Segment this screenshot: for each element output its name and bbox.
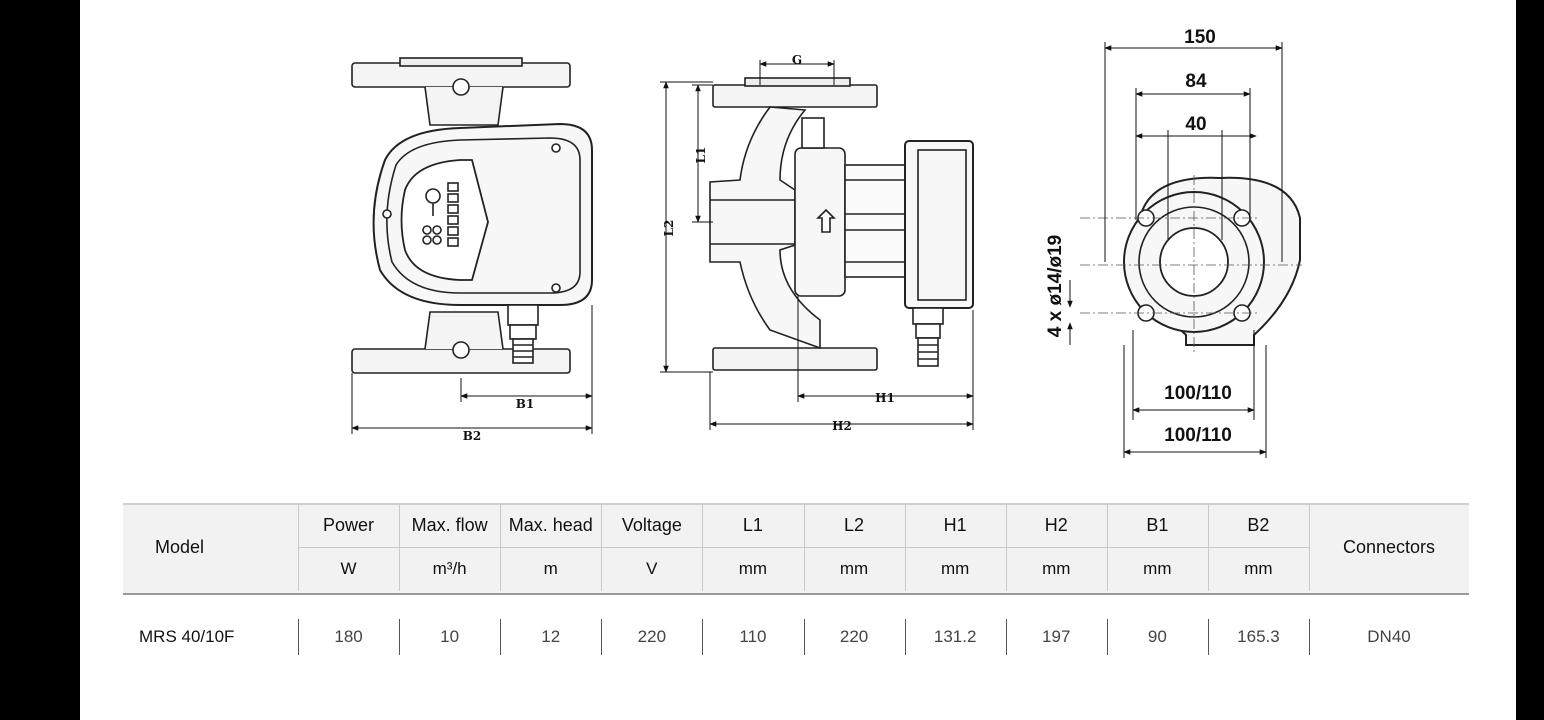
unit-h2: mm — [1042, 559, 1071, 578]
dim-label-l1: L1 — [694, 147, 708, 164]
unit-h1: mm — [940, 559, 970, 578]
cell-separator — [702, 619, 704, 655]
cell-separator — [803, 619, 805, 655]
header-l2: L2 — [844, 514, 865, 535]
grid-line — [1309, 503, 1310, 591]
cell-separator — [1005, 619, 1007, 655]
dim-label-bolt-circle-2: 100/110 — [1164, 425, 1232, 446]
dim-label-b2: B2 — [463, 429, 482, 443]
unit-l1: mm — [738, 559, 768, 578]
cell-value: 110 — [739, 627, 767, 646]
header-h1: H1 — [943, 514, 967, 535]
unit-power: W — [340, 559, 357, 578]
header-b1: B1 — [1146, 514, 1169, 535]
dim-label-40: 40 — [1185, 114, 1206, 135]
spec-sheet: B1 B2 — [80, 0, 1516, 720]
cell-connectors: DN40 — [1367, 627, 1411, 646]
cell-separator — [298, 619, 299, 655]
technical-drawing: B1 B2 — [351, 27, 1302, 458]
dim-label-g: G — [792, 53, 802, 67]
cell-separator — [1309, 619, 1310, 655]
unit-b2: mm — [1244, 559, 1273, 578]
pump-front-view — [351, 57, 593, 374]
unit-voltage: V — [646, 559, 658, 578]
dim-label-84: 84 — [1185, 71, 1207, 92]
cell-value: 12 — [541, 627, 561, 646]
cell-separator — [1106, 619, 1108, 655]
unit-l2: mm — [839, 559, 869, 578]
dim-label-bolt-circle-1: 100/110 — [1164, 383, 1232, 404]
flange-view — [1123, 176, 1301, 346]
header-max-head: Max. head — [508, 514, 593, 535]
cell-value: 165.3 — [1237, 627, 1280, 646]
cell-model: MRS 40/10F — [139, 627, 235, 646]
pump-side-view — [709, 77, 974, 371]
cell-value: 220 — [637, 627, 667, 646]
header-connectors: Connectors — [1342, 536, 1436, 557]
cell-value: 90 — [1147, 627, 1167, 646]
cell-separator — [500, 619, 502, 655]
dim-label-bolt-holes: 4 x ø14/ø19 — [1045, 235, 1066, 337]
header-max-flow: Max. flow — [411, 514, 488, 535]
dim-label-150: 150 — [1184, 27, 1216, 48]
header-voltage: Voltage — [621, 514, 682, 535]
cell-value: 197 — [1042, 627, 1071, 646]
table-header — [123, 503, 1469, 595]
header-l1: L1 — [742, 514, 763, 535]
header-power: Power — [323, 514, 375, 535]
unit-max-flow: m³/h — [432, 559, 467, 578]
dim-label-b1: B1 — [516, 397, 535, 411]
cell-separator — [601, 619, 603, 655]
grid-line — [298, 547, 1309, 548]
dim-label-l2: L2 — [662, 220, 676, 237]
header-b2: B2 — [1247, 514, 1270, 535]
cell-value: 10 — [440, 627, 460, 646]
header-h2: H2 — [1044, 514, 1068, 535]
header-model: Model — [155, 536, 205, 557]
cell-value: 180 — [334, 627, 363, 646]
cell-separator — [904, 619, 906, 655]
cell-separator — [399, 619, 401, 655]
unit-max-head: m — [543, 559, 558, 578]
cell-separator — [1207, 619, 1209, 655]
cell-value: 131.2 — [933, 627, 977, 646]
cell-value: 220 — [839, 627, 869, 646]
dim-label-h1: H1 — [875, 391, 895, 405]
unit-b1: mm — [1143, 559, 1172, 578]
dim-label-h2: H2 — [832, 419, 852, 433]
